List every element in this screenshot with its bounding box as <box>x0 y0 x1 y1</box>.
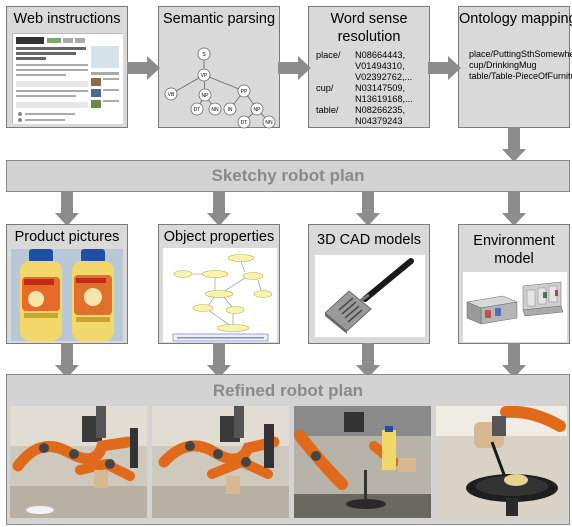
sense-id: V01494310, <box>355 61 405 71</box>
semantic-parsing-title: Semantic parsing <box>162 11 276 27</box>
sketchy-plan-band: Sketchy robot plan <box>6 160 570 192</box>
sense-id: V02392762,... <box>355 72 413 82</box>
product-pictures-box: Product pictures <box>6 224 128 344</box>
product-pictures-title: Product pictures <box>14 229 120 245</box>
arrow-right-icon <box>127 56 160 80</box>
ontology-mapping-box: Ontology mapping place/PuttingSthSomewhe… <box>458 6 572 128</box>
arrow-down-icon <box>502 127 526 162</box>
arrow-down-icon <box>502 343 526 378</box>
product-photos <box>11 249 123 341</box>
tree-node: DT <box>241 120 248 126</box>
robot-photo-1 <box>10 406 147 518</box>
environment-model-title-line2: model <box>494 251 534 267</box>
robot-photo-2 <box>152 406 289 518</box>
ontology-graph <box>163 248 277 342</box>
sketchy-plan-label: Sketchy robot plan <box>211 166 365 185</box>
word-label: cup/ <box>316 83 334 93</box>
word-sense-box: Word sense resolution place/ N08664443, … <box>308 6 430 128</box>
tree-node: NP <box>254 107 262 113</box>
word-label: place/ <box>316 50 341 60</box>
arrow-right-icon <box>278 56 311 80</box>
webpage-thumbnail-icon <box>13 34 123 124</box>
word-sense-title: Word sense resolution <box>309 10 429 46</box>
arrow-down-icon <box>55 343 79 378</box>
arrow-down-icon <box>207 191 231 226</box>
robot-photo-3 <box>294 406 431 518</box>
tree-node: NN <box>265 120 273 126</box>
environment-model-box: Environment model <box>458 224 570 344</box>
arrow-down-icon <box>356 343 380 378</box>
tree-node: VB <box>168 92 175 98</box>
parse-tree: S VP VB NP PP DT NN IN NP DT NN <box>164 47 276 129</box>
web-instructions-title: Web instructions <box>13 11 121 27</box>
ontology-line: cup/DrinkingMug <box>469 60 537 70</box>
sense-id: N13619168,... <box>355 94 413 104</box>
sense-id: N04379243 <box>355 116 403 126</box>
sense-id: N08266235, <box>355 105 406 115</box>
arrow-down-icon <box>55 191 79 226</box>
kitchen-model-icon <box>463 272 567 342</box>
word-sense-title-line1: Word sense <box>330 11 408 27</box>
tree-node: NP <box>202 93 210 99</box>
robot-photo-4 <box>436 406 567 518</box>
tree-node: PP <box>241 89 248 95</box>
word-label: table/ <box>316 105 339 115</box>
word-sense-title-line2: resolution <box>337 29 401 45</box>
ontology-line: table/Table-PieceOfFurniture <box>469 71 572 81</box>
arrow-down-icon <box>502 191 526 226</box>
tree-node: NN <box>211 107 219 113</box>
environment-model-title: Environment model <box>459 232 569 268</box>
arrow-down-icon <box>356 191 380 226</box>
tree-node: DT <box>194 107 201 113</box>
sense-id: N08664443, <box>355 50 406 60</box>
semantic-parsing-box: Semantic parsing S <box>158 6 280 129</box>
tree-node: IN <box>228 107 233 113</box>
spatula-cad-icon <box>315 255 425 337</box>
cad-models-title: 3D CAD models <box>317 232 421 248</box>
ontology-line: place/PuttingSthSomewhere <box>469 49 572 59</box>
ontology-mapping-title: Ontology mapping <box>459 11 572 27</box>
environment-model-title-line1: Environment <box>473 233 555 249</box>
tree-node: S <box>202 52 206 58</box>
cad-models-box: 3D CAD models <box>308 224 430 344</box>
arrow-right-icon <box>428 56 461 80</box>
tree-node: VP <box>201 73 208 79</box>
sense-id: N03147509, <box>355 83 406 93</box>
arrow-down-icon <box>207 343 231 378</box>
object-properties-title: Object properties <box>163 229 275 245</box>
webpage-screenshot <box>12 33 123 124</box>
refined-plan-label: Refined robot plan <box>212 381 364 400</box>
web-instructions-box: Web instructions <box>6 6 128 128</box>
object-properties-box: Object properties <box>158 224 280 344</box>
